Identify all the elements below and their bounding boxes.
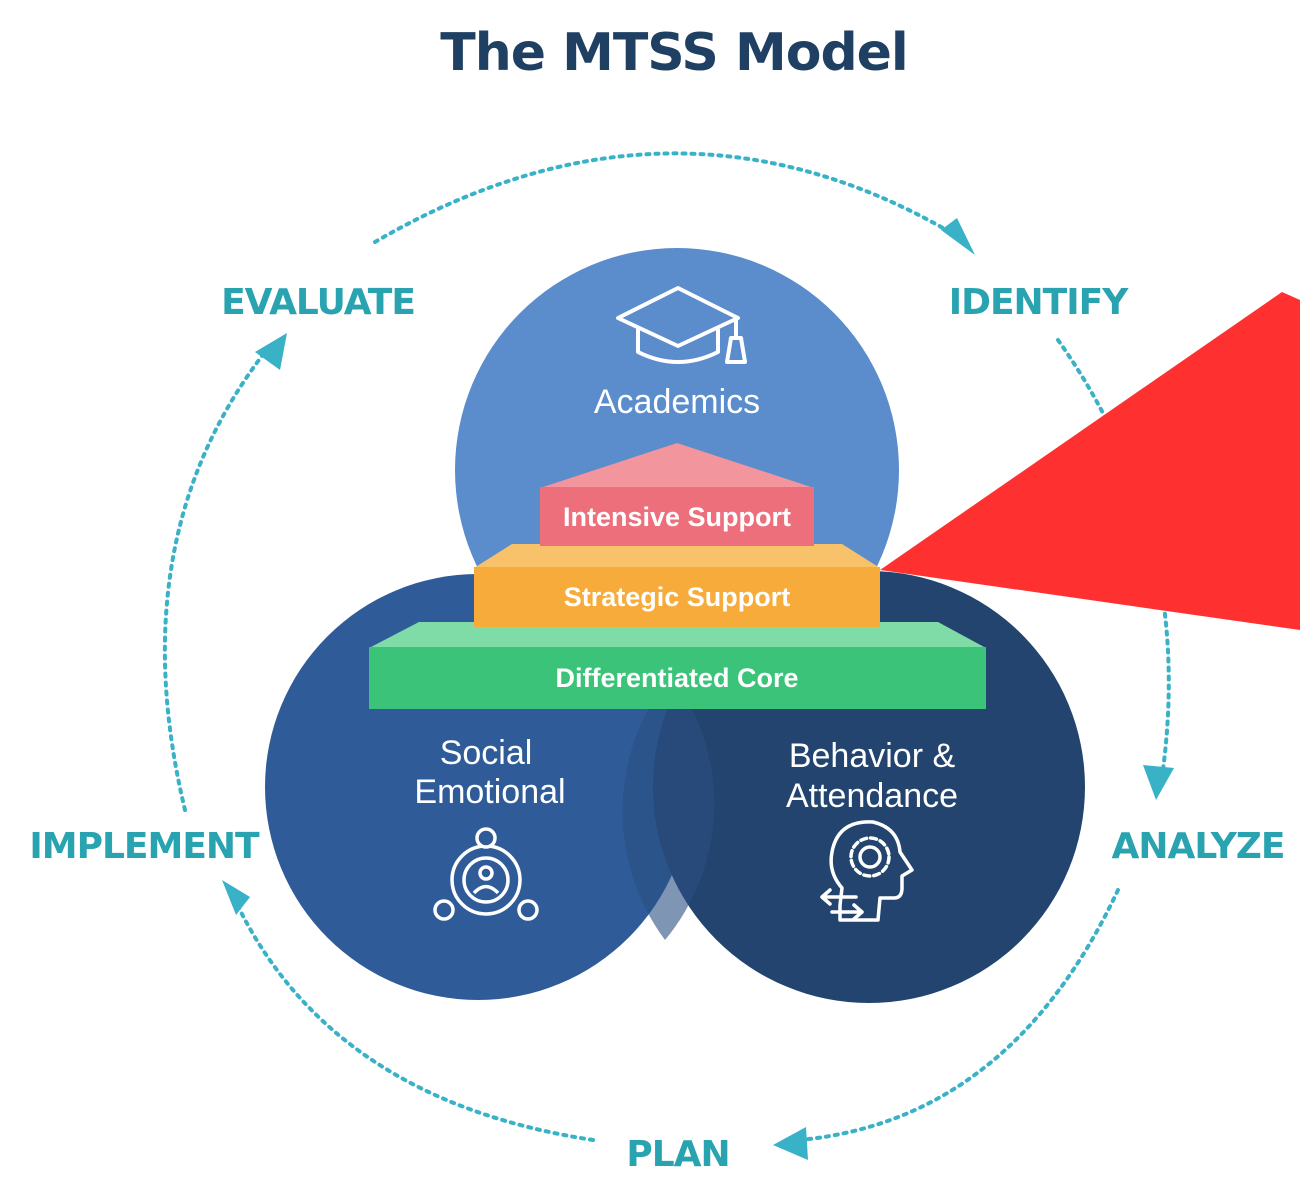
head-gear-icon [820,820,914,922]
intensive-tier-label: Intensive Support [563,502,791,532]
academics-label: Academics [594,383,760,421]
cycle-arrowheads [222,218,1174,1160]
person-network-icon [433,827,539,921]
arrow-to-evaluate-icon [255,333,287,370]
arrow-to-implement-icon [222,880,250,915]
intensive-tier [540,487,814,546]
arc-implement-evaluate [162,350,267,812]
arrow-to-analyze-icon [1143,765,1174,800]
strategic-top-face [474,544,880,568]
cycle-label-implement: IMPLEMENT [29,826,260,867]
page-title: The MTSS Model [440,23,908,83]
arc-evaluate-identify [373,151,952,244]
behavior-label-line1: Behavior & [789,737,956,775]
cycle-label-plan: PLAN [626,1134,729,1175]
arrow-to-identify-icon [941,218,975,255]
tier-pyramid [369,443,986,709]
arc-analyze-plan [798,888,1120,1142]
core-top-face [369,622,986,648]
strategic-tier [474,567,880,627]
graduation-cap-icon [616,286,747,364]
behavior-label-line2: Attendance [786,777,958,815]
cycle-ring [162,151,1171,1142]
strategic-tier-label: Strategic Support [564,582,791,612]
social-label-line1: Social [440,734,533,772]
core-tier [369,647,986,709]
circle-overlap [622,675,715,940]
core-tier-label: Differentiated Core [555,663,798,693]
cycle-label-evaluate: EVALUATE [221,282,415,323]
red-pointer-wedge [880,292,1300,630]
intensive-roof [540,443,814,488]
cycle-label-identify: IDENTIFY [949,282,1130,323]
arrow-to-plan-icon [773,1127,808,1160]
cycle-label-analyze: ANALYZE [1112,826,1285,867]
social-label-line2: Emotional [414,773,565,811]
arc-plan-implement [233,898,595,1142]
